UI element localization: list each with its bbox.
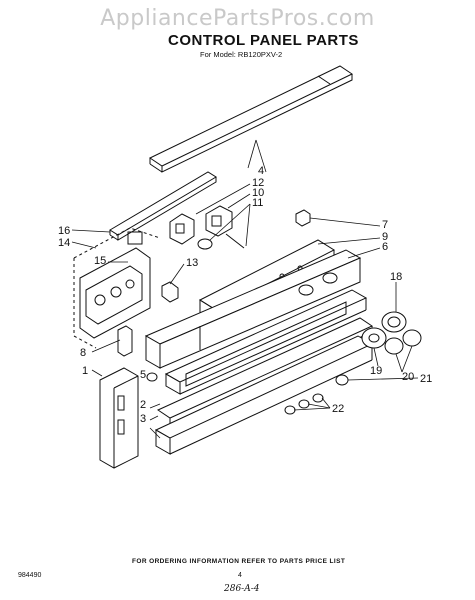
callout-19: 19 <box>370 365 383 377</box>
leader-lines <box>71 139 419 439</box>
callout-20: 20 <box>402 371 415 383</box>
part-bracket <box>79 231 151 339</box>
page-title: CONTROL PANEL PARTS <box>168 32 359 49</box>
part-grommet <box>146 372 158 382</box>
part-knob-18 <box>381 311 407 333</box>
callout-14: 14 <box>58 237 71 249</box>
part-small-bar <box>109 171 217 241</box>
part-spacer-21 <box>335 374 349 386</box>
part-window <box>164 289 368 395</box>
part-hinge <box>161 281 179 303</box>
part-clip <box>295 209 311 227</box>
callout-1: 1 <box>82 365 89 377</box>
callout-5: 5 <box>140 369 147 381</box>
watermark: AppliancePartsPros.com <box>100 6 375 31</box>
callout-2: 2 <box>140 399 147 411</box>
callout-8: 8 <box>80 347 87 359</box>
callout-10: 10 <box>252 187 265 199</box>
part-knob-20 <box>384 329 422 355</box>
callout-4: 4 <box>258 165 265 177</box>
model-label: For Model: RB120PXV-2 <box>200 50 283 59</box>
callout-12: 12 <box>252 177 265 189</box>
callout-13: 13 <box>186 257 199 269</box>
callout-21: 21 <box>420 373 433 385</box>
part-top-trim <box>148 65 354 173</box>
part-timer <box>99 367 139 469</box>
ordering-info-note: FOR ORDERING INFORMATION REFER TO PARTS … <box>132 558 346 565</box>
page-number: 4 <box>238 572 242 579</box>
part-switch-12 <box>169 213 195 245</box>
part-washers-22 <box>284 393 324 415</box>
callout-16: 16 <box>58 225 71 237</box>
part-switch-10 <box>205 205 233 237</box>
callout-3: 3 <box>140 413 147 425</box>
document-number: 984490 <box>18 572 42 579</box>
part-ring-11 <box>197 233 245 250</box>
part-dial-19 <box>361 327 387 349</box>
callout-7: 7 <box>382 219 389 231</box>
callout-6: 6 <box>382 241 389 253</box>
part-control-panel <box>144 249 362 369</box>
callout-9: 9 <box>382 231 389 243</box>
callout-15: 15 <box>94 255 107 267</box>
callout-18: 18 <box>390 271 403 283</box>
handwritten-note: 286-A-4 <box>224 584 260 594</box>
callout-22: 22 <box>332 403 345 415</box>
callout-11: 11 <box>252 197 264 209</box>
part-side-bracket <box>117 325 133 357</box>
